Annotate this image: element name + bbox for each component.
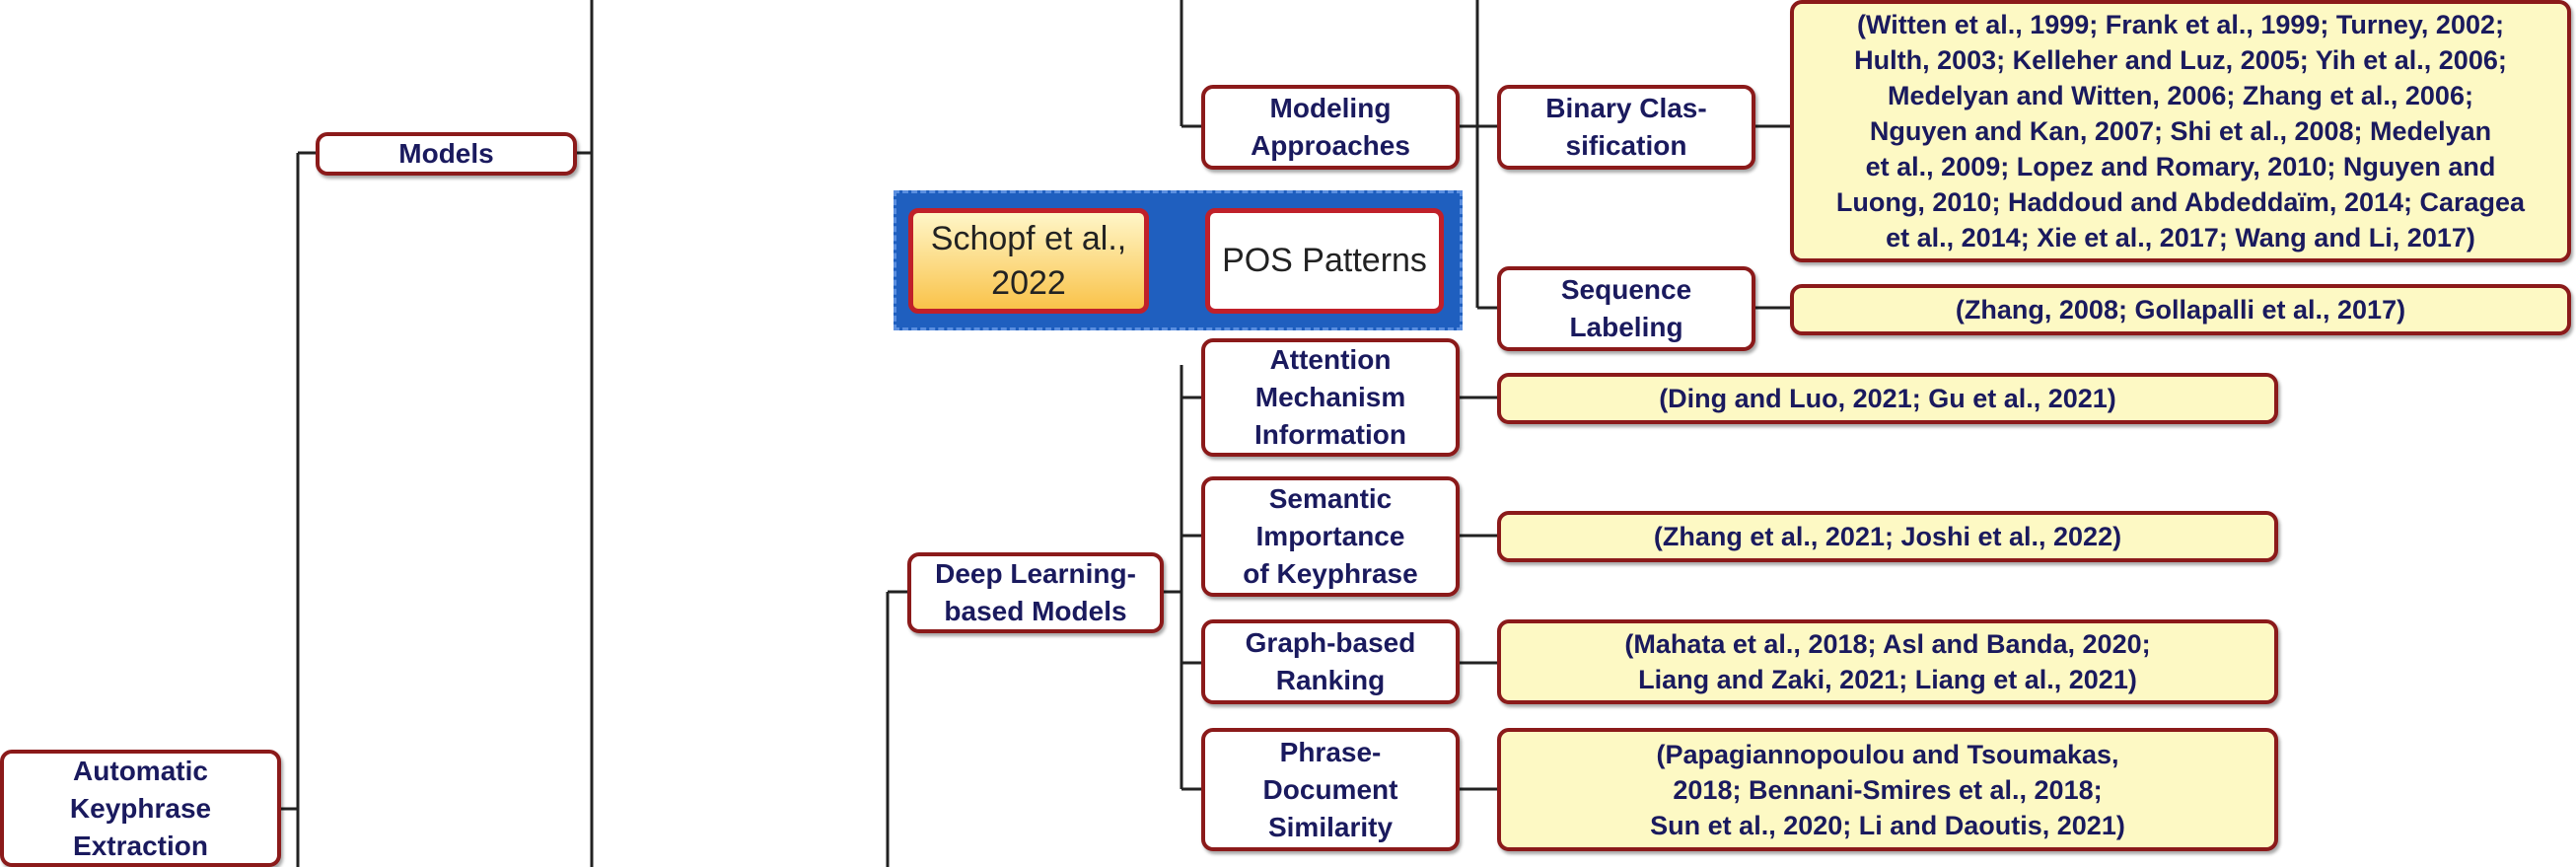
- highlight-citation: Schopf et al., 2022: [908, 208, 1149, 314]
- phrase-doc-refs: (Papagiannopoulou and Tsoumakas, 2018; B…: [1497, 728, 2278, 851]
- graph-ranking-refs: (Mahata et al., 2018; Asl and Banda, 202…: [1497, 619, 2278, 704]
- modeling-approaches-node: Modeling Approaches: [1201, 85, 1460, 170]
- attention-refs: (Ding and Luo, 2021; Gu et al., 2021): [1497, 373, 2278, 424]
- semantic-importance-node: Semantic Importance of Keyphrase: [1201, 476, 1460, 597]
- root-node: Automatic Keyphrase Extraction: [0, 750, 281, 867]
- binary-classification-node: Binary Clas- sification: [1497, 85, 1755, 170]
- sequence-labeling-node: Sequence Labeling: [1497, 266, 1755, 351]
- binary-classification-refs: (Witten et al., 1999; Frank et al., 1999…: [1790, 0, 2571, 262]
- highlight-pos-patterns: POS Patterns: [1205, 208, 1444, 314]
- models-node: Models: [316, 132, 577, 176]
- sequence-labeling-refs: (Zhang, 2008; Gollapalli et al., 2017): [1790, 284, 2571, 335]
- graph-based-ranking-node: Graph-based Ranking: [1201, 619, 1460, 704]
- phrase-document-similarity-node: Phrase- Document Similarity: [1201, 728, 1460, 851]
- semantic-refs: (Zhang et al., 2021; Joshi et al., 2022): [1497, 511, 2278, 562]
- attention-mechanism-node: Attention Mechanism Information: [1201, 338, 1460, 457]
- deep-learning-node: Deep Learning- based Models: [907, 552, 1164, 633]
